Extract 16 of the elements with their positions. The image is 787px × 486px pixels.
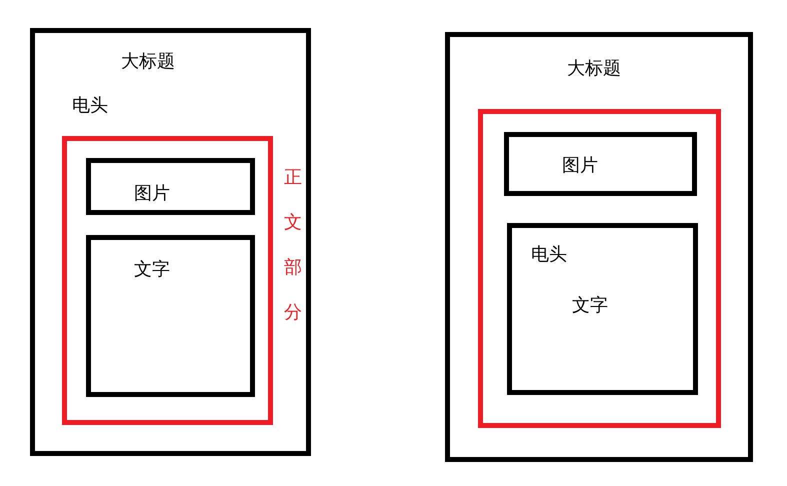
box-label: 图片	[134, 184, 170, 204]
box-label: 电头	[531, 245, 567, 265]
box-label: 图片	[562, 156, 598, 176]
box-label: 文字	[572, 296, 608, 316]
outline-box	[504, 132, 697, 196]
outline-box	[445, 32, 753, 462]
outline-box	[86, 235, 255, 397]
title-text: 大标题	[121, 52, 175, 72]
vertical-label: 正文部分	[284, 166, 302, 325]
outline-box	[507, 223, 698, 395]
outline-box	[86, 158, 255, 215]
section-box	[478, 109, 721, 428]
outline-box	[30, 28, 311, 456]
title-text: 大标题	[567, 59, 621, 79]
box-label: 文字	[134, 260, 170, 280]
box-label: 电头	[72, 96, 108, 116]
